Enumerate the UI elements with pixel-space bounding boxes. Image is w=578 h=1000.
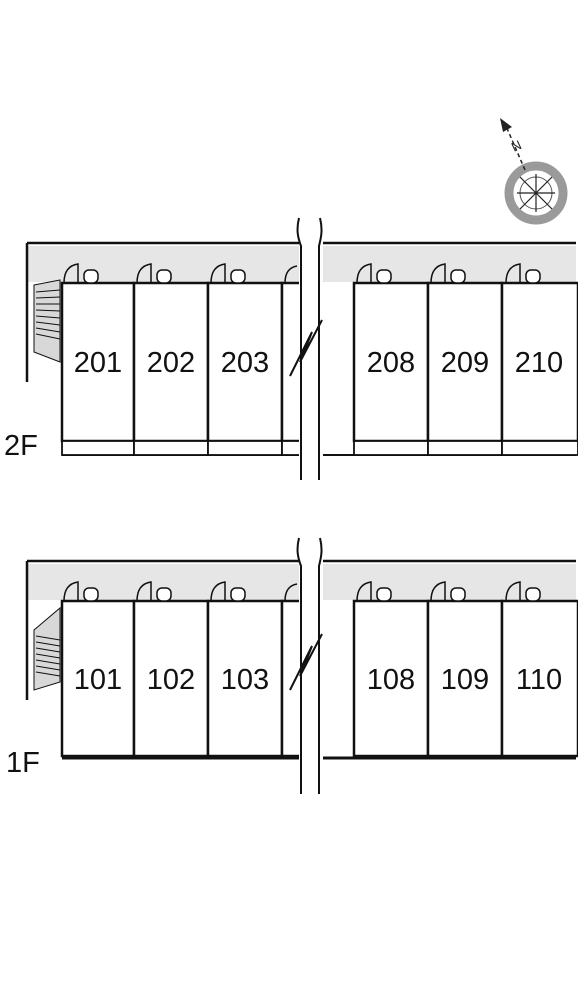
room-number: 103 (221, 664, 269, 696)
door-icon (356, 263, 392, 284)
room-number: 210 (515, 347, 563, 379)
room-unit (132, 599, 210, 758)
room-unit (426, 281, 504, 443)
door-icon (136, 263, 172, 284)
room-number: 102 (147, 664, 195, 696)
door-icon (136, 581, 172, 602)
door-icon (284, 265, 298, 284)
door-icon (63, 263, 99, 284)
floor-label: 2F (4, 430, 38, 462)
compass-icon: N (500, 118, 568, 225)
balcony (353, 440, 429, 456)
floor-1f: 101 102 103 108 109 110 1F (6, 537, 578, 794)
room-number: 208 (367, 347, 415, 379)
room-unit (206, 599, 284, 758)
room-unit (500, 599, 578, 758)
room-unit (206, 281, 284, 443)
room-unit (60, 599, 136, 758)
staircase-icon (33, 279, 61, 363)
door-icon (505, 263, 541, 284)
door-icon (210, 581, 246, 602)
door-icon (430, 263, 466, 284)
room-unit (352, 599, 430, 758)
balcony (501, 440, 578, 456)
floor-2f: 201 202 203 208 209 210 2F (4, 217, 578, 480)
balcony (207, 440, 283, 456)
staircase-icon (33, 606, 61, 691)
room-number: 108 (367, 664, 415, 696)
north-label: N (509, 137, 524, 155)
room-unit (500, 281, 578, 443)
door-icon (505, 581, 541, 602)
balcony (133, 440, 209, 456)
door-icon (210, 263, 246, 284)
plan-break-1f (289, 537, 323, 794)
floor-label: 1F (6, 747, 40, 779)
room-number: 109 (441, 664, 489, 696)
door-icon (430, 581, 466, 602)
room-number: 201 (74, 347, 122, 379)
room-number: 209 (441, 347, 489, 379)
room-unit (426, 599, 504, 758)
room-number: 202 (147, 347, 195, 379)
room-number: 110 (516, 664, 562, 696)
plan-break-2f (289, 217, 323, 480)
room-number: 101 (74, 664, 122, 696)
door-icon (63, 581, 99, 602)
door-icon (356, 581, 392, 602)
balcony (61, 440, 135, 456)
room-number: 203 (221, 347, 269, 379)
balcony (427, 440, 503, 456)
door-icon (284, 583, 298, 602)
